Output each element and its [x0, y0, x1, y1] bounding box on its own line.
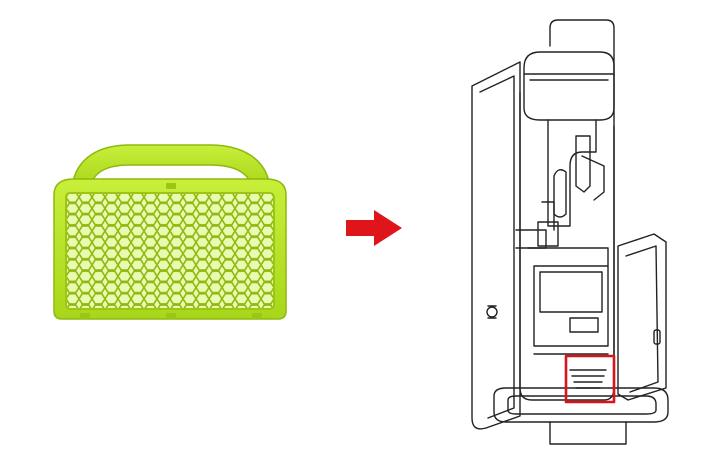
honeycomb-filter-icon [53, 144, 287, 320]
filter-image [40, 135, 300, 325]
arrow-right-icon [346, 210, 402, 246]
station-image [458, 16, 690, 456]
arrow [342, 208, 406, 248]
cleaning-station-icon [471, 19, 669, 445]
